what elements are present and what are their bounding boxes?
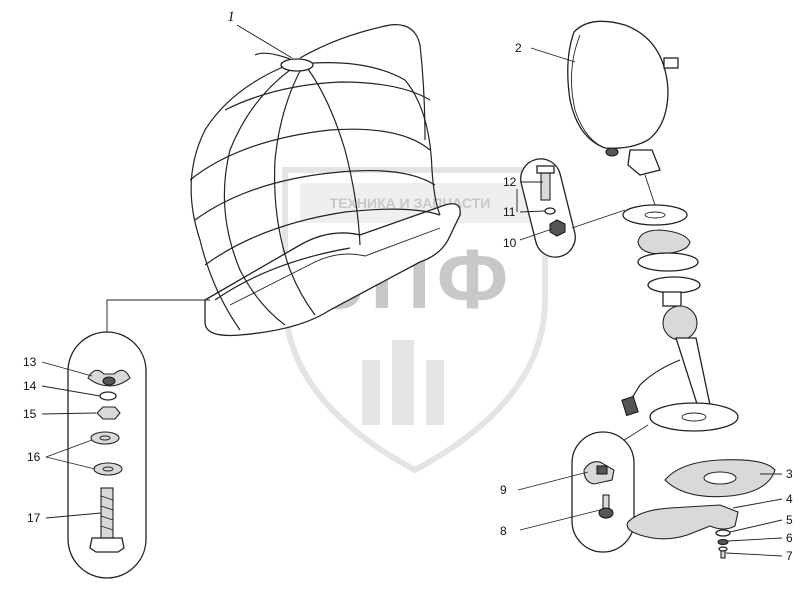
gasket-plate [664,459,776,498]
callout-3: 3 [786,467,793,481]
callout-13: 13 [23,355,37,369]
callout-8: 8 [500,524,507,538]
hex-nut [96,406,121,420]
flat-washer-upper [90,431,120,445]
watermark-brand-line: ТЕХНИКА И ЗАПЧАСТИ [330,195,491,211]
flat-washer-lower [93,462,123,476]
callout-2: 2 [515,41,522,55]
callout-10: 10 [503,236,517,250]
callout-9: 9 [500,483,507,497]
swivel-mount-assembly [621,174,739,432]
watermark-shield [282,167,548,474]
callout-4: 4 [786,492,793,506]
mount-bolt [536,165,555,201]
callout-14: 14 [23,379,37,393]
mounting-bracket [626,504,739,540]
connector-clip [583,461,615,485]
hex-bolt [89,487,125,553]
callout-1: 1 [227,9,235,25]
bracket-screw [718,546,728,559]
callout-15: 15 [23,407,37,421]
callout-6: 6 [786,531,793,545]
mount-washer [544,207,556,215]
connector-panel [571,431,635,553]
connector-pin [598,494,614,519]
callout-5: 5 [786,513,793,527]
spring-washer [99,391,117,401]
callout-7: 7 [786,549,793,563]
lamp-head [567,20,679,176]
callout-11: 11 [503,205,516,219]
bracket-lock-washer [717,539,729,545]
mount-nut [549,219,566,237]
bracket-washer [715,529,731,537]
callout-17: 17 [27,511,41,525]
wire-guard-cage [189,24,461,337]
wing-nut [87,369,131,387]
callout-16: 16 [27,450,41,464]
callout-12: 12 [503,175,517,189]
